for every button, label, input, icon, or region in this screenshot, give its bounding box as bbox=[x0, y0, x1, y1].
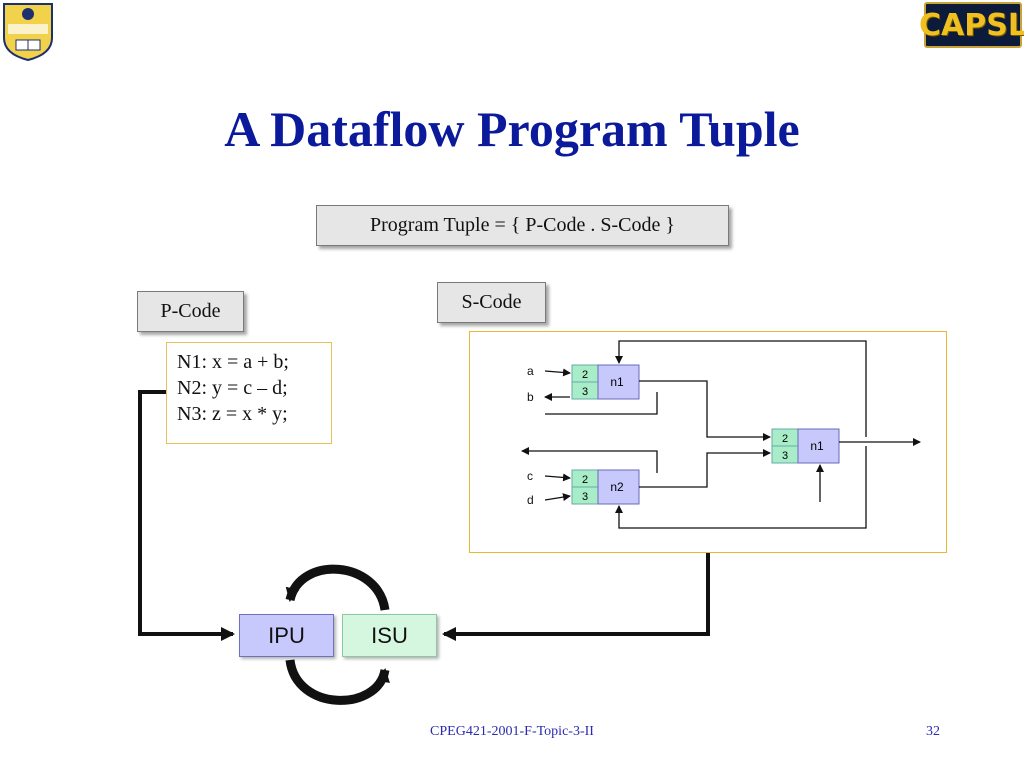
scode-graph-frame bbox=[469, 331, 947, 553]
node-slot: 3 bbox=[582, 491, 588, 503]
node-slot: 3 bbox=[782, 450, 788, 462]
page-number: 32 bbox=[926, 724, 940, 739]
pcode-listing: N1: x = a + b; N2: y = c – d; N3: z = x … bbox=[166, 342, 332, 444]
input-arrow-c bbox=[544, 473, 571, 482]
edge-loop-top bbox=[615, 340, 867, 437]
input-label-d: d bbox=[527, 493, 534, 507]
input-label-c: c bbox=[527, 469, 533, 483]
capsl-logo-text: CAPSL bbox=[919, 7, 1024, 43]
input-label-b: b bbox=[527, 390, 534, 404]
node-name: n1 bbox=[810, 439, 824, 453]
pcode-label: P-Code bbox=[137, 291, 244, 332]
isu-unit: ISU bbox=[342, 614, 437, 657]
footer-course: CPEG421-2001-F-Topic-3-II bbox=[430, 724, 594, 739]
capsl-logo: CAPSL bbox=[919, 2, 1024, 48]
node-slot: 2 bbox=[582, 474, 588, 486]
ipu-unit: IPU bbox=[239, 614, 334, 657]
program-tuple-box: Program Tuple = { P-Code . S-Code } bbox=[316, 205, 729, 246]
pcode-line: N2: y = c – d; bbox=[177, 377, 288, 399]
node-slot: 2 bbox=[782, 433, 788, 445]
edge-b-feedback bbox=[545, 392, 658, 415]
university-logo bbox=[3, 3, 53, 62]
node-slot: 2 bbox=[582, 369, 588, 381]
cycle-arrow-top bbox=[285, 564, 390, 611]
input-label-a: a bbox=[527, 364, 534, 378]
edge-n1-to-n1right bbox=[639, 380, 771, 441]
node-name: n2 bbox=[610, 480, 624, 494]
node-slot: 3 bbox=[582, 386, 588, 398]
pcode-line: N3: z = x * y; bbox=[177, 403, 288, 425]
node-n1-top: 2 3 n1 bbox=[571, 364, 640, 400]
input-arrow-d bbox=[544, 493, 571, 502]
pcode-line: N1: x = a + b; bbox=[177, 351, 289, 373]
slide-title: A Dataflow Program Tuple bbox=[224, 101, 800, 157]
node-name: n1 bbox=[610, 375, 624, 389]
edge-n2-to-n1right bbox=[639, 449, 771, 488]
edge-loop-bottom bbox=[615, 446, 867, 529]
connector-scode-to-isu bbox=[442, 553, 710, 641]
cycle-arrow-bottom bbox=[285, 659, 390, 705]
node-n2: 2 3 n2 bbox=[571, 469, 640, 505]
connector-pcode-to-ipu bbox=[138, 390, 235, 641]
scode-label: S-Code bbox=[437, 282, 546, 323]
edge-c-feedback bbox=[521, 447, 658, 473]
node-n1-right: 2 3 n1 bbox=[771, 428, 840, 464]
input-arrow-a bbox=[544, 368, 571, 377]
